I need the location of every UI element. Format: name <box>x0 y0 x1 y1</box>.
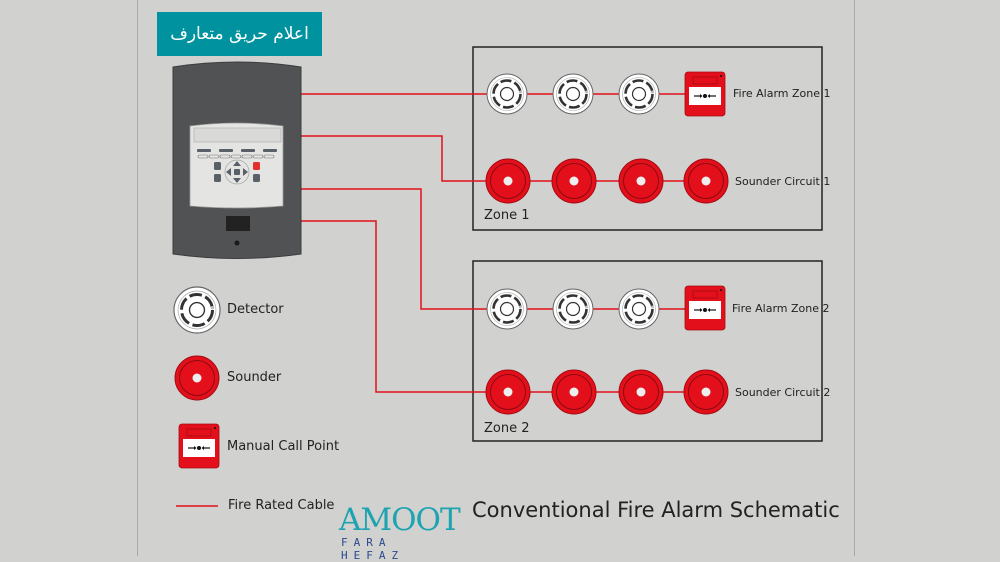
zone-2-label: Zone 2 <box>484 421 530 436</box>
legend-sounder-label: Sounder <box>227 370 282 385</box>
legend-cable-label: Fire Rated Cable <box>228 498 335 513</box>
cable-zone-2-sounders <box>301 220 685 393</box>
logo-main-text: AMOOT <box>339 502 461 538</box>
zone-2-detector-circuit-label: Fire Alarm Zone 2 <box>732 302 830 315</box>
zone-1-detector <box>551 72 595 116</box>
header-title: اعلام حریق متعارف <box>157 12 322 56</box>
zone-1-detector <box>617 72 661 116</box>
zone-1-detector-circuit-label: Fire Alarm Zone 1 <box>733 87 831 100</box>
logo-sub-text: FARA HEFAZ <box>341 536 405 562</box>
zone-2-sounder <box>683 369 729 415</box>
schematic-title: Conventional Fire Alarm Schematic <box>472 498 840 522</box>
company-logo: AMOOT FARA HEFAZ <box>339 502 467 562</box>
zone-2-detector <box>617 287 661 331</box>
zone-1-sounder <box>551 158 597 204</box>
zone-1-box <box>472 46 823 231</box>
zone-1-sounder <box>618 158 664 204</box>
zone-2-sounder-circuit-label: Sounder Circuit 2 <box>735 386 831 399</box>
zone-1-sounder <box>683 158 729 204</box>
control-panel <box>172 61 302 259</box>
zone-2-box <box>472 260 823 442</box>
zone-2-sounder <box>551 369 597 415</box>
legend-detector-label: Detector <box>227 302 284 317</box>
zone-2-detector <box>485 287 529 331</box>
zone-2-detector <box>551 287 595 331</box>
legend-manual-call-point-label: Manual Call Point <box>227 439 340 454</box>
zone-1-sounder <box>485 158 531 204</box>
legend-manual-call-point-icon <box>178 423 220 469</box>
zone-2-sounder <box>485 369 531 415</box>
legend-detector-icon <box>172 285 222 335</box>
zone-1-sounder-circuit-label: Sounder Circuit 1 <box>735 175 831 188</box>
zone-2-manual-call-point <box>684 285 726 331</box>
zone-1-detector <box>485 72 529 116</box>
cable-zone-2-detectors <box>301 188 685 310</box>
legend-sounder-icon <box>174 355 220 401</box>
zone-1-label: Zone 1 <box>484 208 530 223</box>
zone-2-sounder <box>618 369 664 415</box>
right-divider <box>854 0 855 556</box>
zone-1-manual-call-point <box>684 71 726 117</box>
left-divider <box>137 0 138 556</box>
lcd-display <box>193 127 282 143</box>
